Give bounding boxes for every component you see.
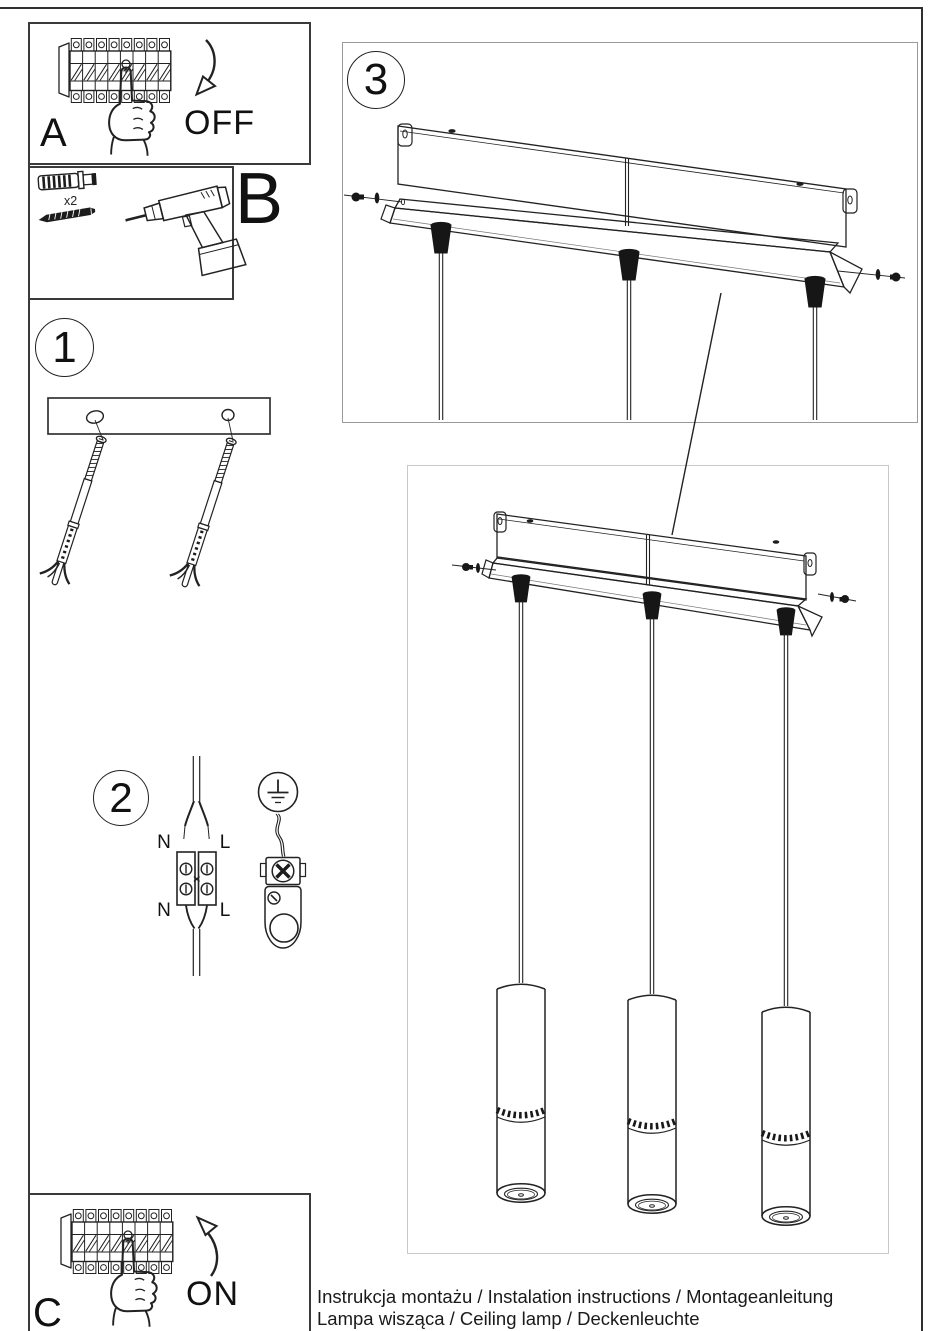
mains-cable-icon bbox=[183, 756, 210, 840]
step1-number: 1 bbox=[52, 322, 77, 372]
panel-c-label: C bbox=[33, 1291, 62, 1331]
circuit-breaker-icon bbox=[59, 39, 171, 103]
cable-grommet-icon bbox=[804, 275, 826, 308]
left-rule bbox=[28, 22, 30, 1331]
panel-b-box bbox=[28, 166, 234, 300]
suspension-cable bbox=[438, 253, 818, 420]
terminal-block-icon bbox=[176, 851, 217, 906]
panel-b-label: B bbox=[235, 159, 284, 239]
step3-number: 3 bbox=[363, 55, 389, 104]
step2-number: 2 bbox=[109, 774, 133, 821]
terminal-label-l-bottom: L bbox=[219, 900, 231, 921]
terminal-label-n-bottom: N bbox=[157, 900, 171, 921]
circuit-breaker-icon bbox=[61, 1210, 173, 1274]
earth-wire-icon bbox=[275, 813, 286, 857]
panel-a-box bbox=[28, 22, 311, 165]
canopy-icon bbox=[481, 556, 823, 638]
canopy-icon bbox=[380, 198, 863, 295]
mounting-screw-icon bbox=[817, 592, 857, 603]
pendant-lamp-icon bbox=[762, 1007, 810, 1225]
frame-top-line bbox=[0, 7, 923, 10]
mounting-screw-icon bbox=[837, 269, 906, 282]
suspension-cable bbox=[518, 601, 789, 1006]
footer-line-2: Lampa wisząca / Ceiling lamp / Deckenleu… bbox=[317, 1308, 700, 1329]
terminal-label-l-top: L bbox=[219, 832, 231, 853]
panel-a-action-label: OFF bbox=[184, 104, 255, 142]
quantity-note: x2 bbox=[64, 194, 78, 208]
cable-grommet-icon bbox=[430, 221, 452, 254]
curved-arrow-up-icon bbox=[195, 1215, 219, 1277]
expansion-anchor-icon bbox=[166, 431, 248, 593]
expansion-anchor-icon bbox=[36, 429, 118, 591]
power-drill-icon bbox=[125, 185, 247, 277]
mounting-screw-icon bbox=[343, 192, 406, 206]
panel-c-action-label: ON bbox=[186, 1275, 239, 1313]
assembly-box bbox=[407, 465, 889, 1254]
cable-grommet-icon bbox=[511, 573, 531, 603]
panel-c-box bbox=[28, 1193, 311, 1331]
leader-line bbox=[227, 417, 234, 442]
mounting-plate-icon bbox=[47, 397, 271, 435]
pointer-line bbox=[671, 292, 722, 536]
terminal-label-n-top: N bbox=[157, 832, 171, 853]
pendant-lamp-icon bbox=[628, 995, 676, 1213]
earth-symbol-icon bbox=[257, 771, 299, 813]
mains-cable-icon bbox=[185, 905, 208, 976]
wall-plug-icon bbox=[37, 170, 97, 191]
step1-number-badge: 1 bbox=[35, 318, 94, 377]
panel-a-label: A bbox=[40, 111, 67, 155]
mounting-screw-icon bbox=[451, 563, 497, 573]
step2-number-badge: 2 bbox=[93, 770, 149, 826]
cable-grommet-icon bbox=[618, 248, 640, 281]
pendant-lamp-icon bbox=[497, 984, 545, 1202]
frame-right-line bbox=[921, 7, 924, 1331]
cable-grommet-icon bbox=[776, 606, 796, 636]
cable-grommet-icon bbox=[642, 590, 662, 620]
ceiling-bracket-icon bbox=[397, 123, 858, 248]
curved-arrow-down-icon bbox=[194, 39, 217, 97]
step3-number-badge: 3 bbox=[347, 51, 405, 109]
ground-terminal-icon bbox=[259, 856, 307, 949]
wood-screw-icon bbox=[38, 207, 96, 223]
step3-box bbox=[342, 42, 918, 423]
footer-line-1: Instrukcja montażu / Instalation instruc… bbox=[317, 1286, 834, 1307]
